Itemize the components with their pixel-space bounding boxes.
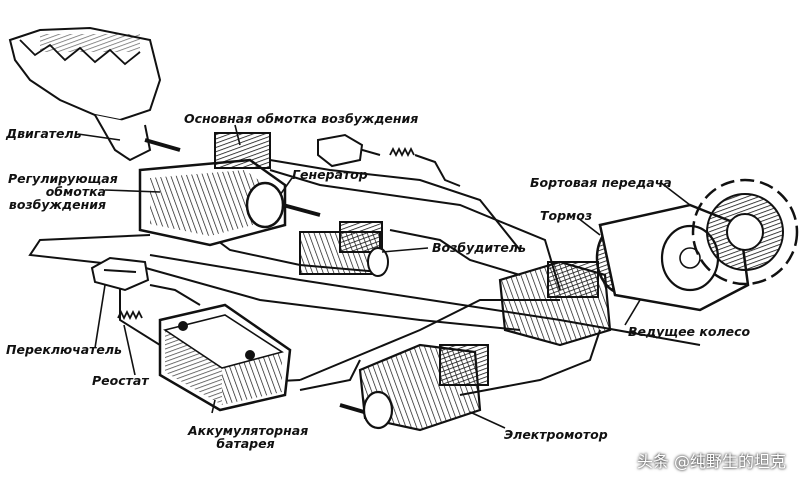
label-engine: Двигатель — [6, 126, 82, 141]
engine-drawing — [8, 26, 181, 162]
label-final-drive: Бортовая передача — [530, 175, 672, 190]
battery-drawing — [158, 303, 292, 412]
label-battery: Аккумуляторная батарея — [188, 423, 309, 451]
leader-lines — [77, 124, 691, 429]
drive-wheel-drawing — [691, 178, 799, 286]
electromotor-bottom-drawing — [339, 343, 489, 432]
exciter-drawing — [299, 221, 389, 277]
electromotor-right-drawing — [498, 260, 612, 347]
label-brake: Тормоз — [540, 208, 593, 223]
label-electromotor: Электромотор — [504, 427, 608, 442]
label-switch: Переключатель — [6, 342, 122, 357]
generator-drawing — [138, 132, 321, 247]
label-exciter: Возбудитель — [432, 240, 526, 255]
rheostat-drawing — [117, 146, 415, 321]
label-main-winding: Основная обмотка возбуждения — [184, 111, 419, 126]
watermark: 头条 @纯野生的坦克 — [636, 452, 786, 471]
label-regulating-winding: Регулирующая обмотка возбуждения — [8, 171, 118, 212]
label-rheostat: Реостат — [92, 373, 149, 388]
switch-drawing — [90, 133, 364, 292]
label-generator: Генератор — [292, 167, 368, 182]
label-drive-wheel: Ведущее колесо — [628, 324, 751, 339]
